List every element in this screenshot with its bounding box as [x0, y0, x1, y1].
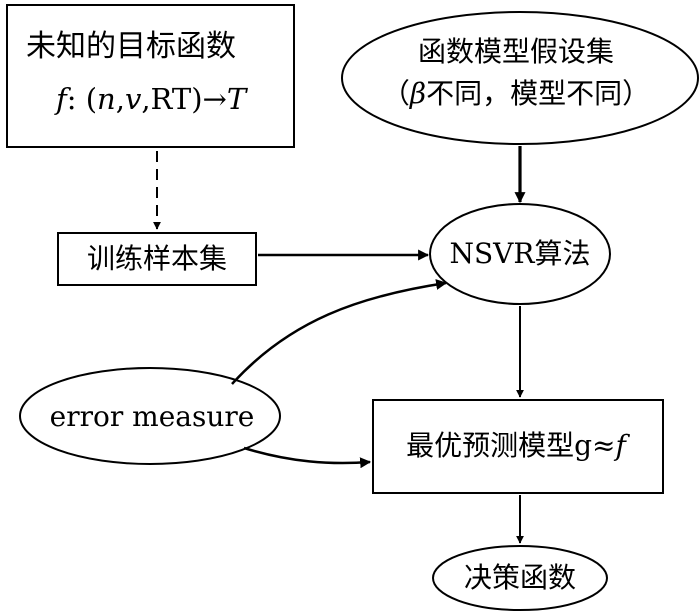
- training-set-label: 训练样本集: [86, 242, 228, 275]
- training-set-box: [57, 232, 257, 286]
- hypothesis-rest: 不同，模型不同）: [426, 77, 651, 110]
- hypothesis-set-ellipse: [341, 11, 699, 145]
- formula-colon: : (: [66, 82, 98, 116]
- formula-comma: ,: [115, 82, 125, 116]
- formula-n: n: [97, 82, 116, 116]
- target-function-formula: f: (n,v,RT)→T: [56, 85, 246, 114]
- hypothesis-beta: β: [409, 77, 427, 110]
- arrow-error-to-best-model: [243, 446, 372, 469]
- formula-v: v: [124, 82, 142, 116]
- best-model-f: f: [615, 429, 626, 462]
- arrow-error-to-nsvr: [231, 279, 448, 385]
- hypothesis-set-line1: 函数模型假设集: [417, 35, 615, 68]
- hypothesis-open-paren: （: [381, 77, 410, 110]
- formula-f: f: [56, 82, 67, 116]
- best-model-label: 最优预测模型g≈f: [406, 432, 626, 460]
- formula-rt: ,RT)→: [141, 82, 227, 116]
- target-function-title: 未知的目标函数: [26, 29, 236, 64]
- error-measure-label: error measure: [49, 400, 255, 433]
- decision-label: 决策函数: [463, 561, 577, 594]
- nsvr-label: NSVR算法: [449, 237, 591, 270]
- best-model-text: 最优预测模型g≈: [406, 429, 616, 462]
- decision-ellipse: [432, 545, 608, 611]
- hypothesis-set-line2: （β不同，模型不同）: [382, 80, 650, 108]
- error-measure-ellipse: [19, 367, 281, 465]
- formula-T: T: [226, 82, 247, 116]
- best-model-box: [372, 399, 664, 494]
- target-function-box: [6, 4, 295, 148]
- nsvr-ellipse: [429, 203, 611, 305]
